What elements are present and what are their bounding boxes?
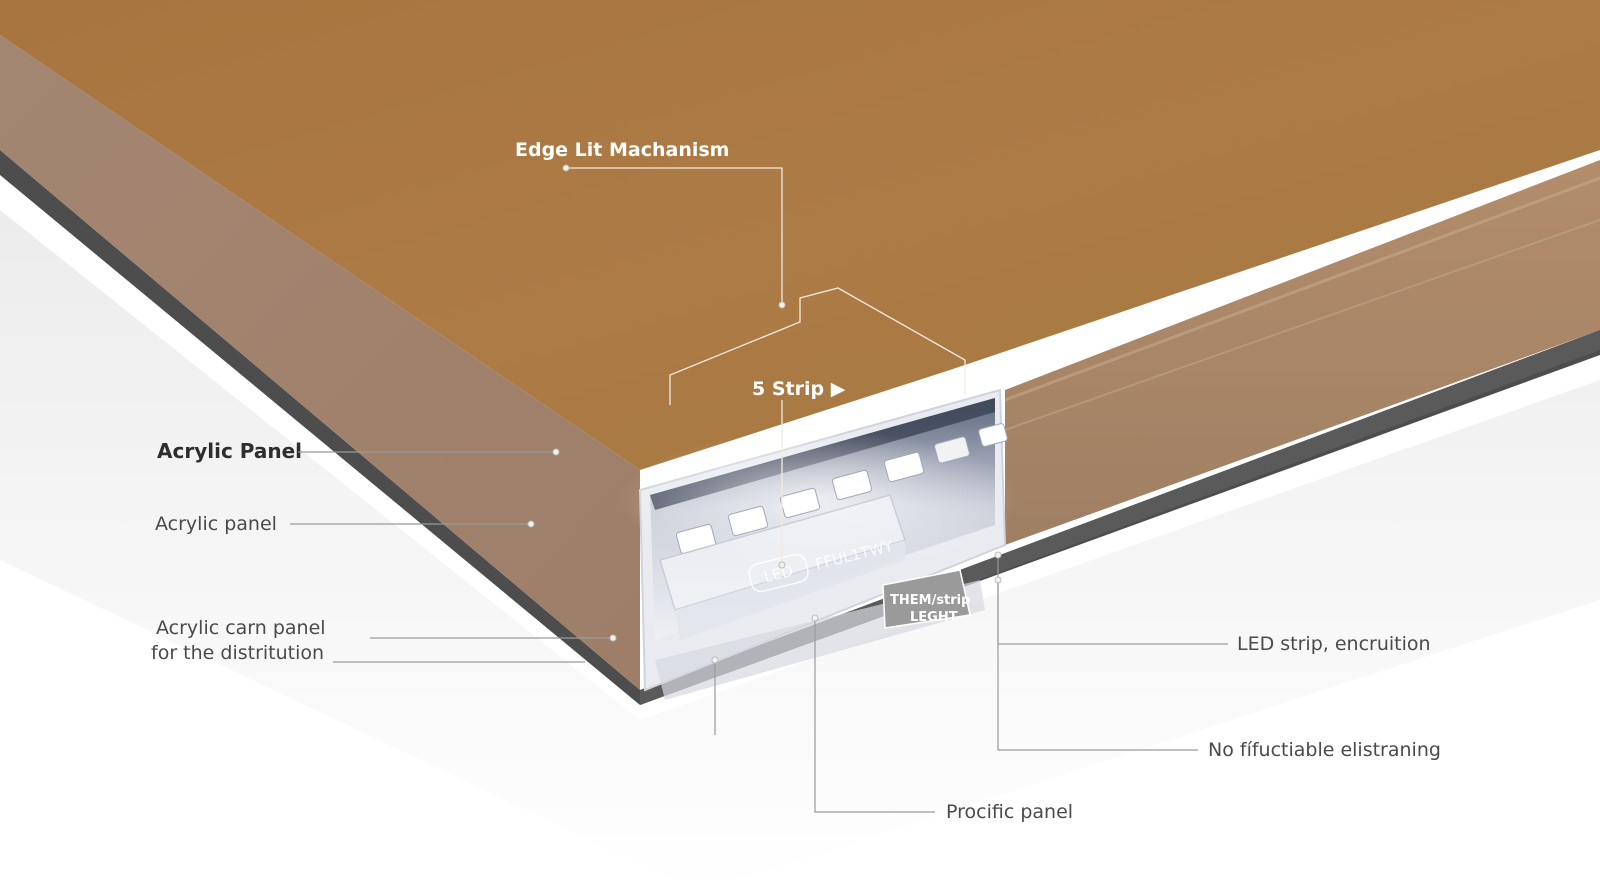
right-edge-face [1005,160,1600,545]
strip-label: 5 Strip ▶ [752,378,846,400]
procific-panel-dot [811,614,819,622]
led-strip-dot [994,551,1002,559]
led-chip-7 [978,423,1008,447]
led-strip-label: LED strip, encruition [1237,633,1431,655]
acrylic-panel-edge [0,35,640,690]
strip-leader-dot [778,561,786,569]
carn-panel-line1: Acrylic carn panel [156,617,326,639]
acrylic-panel-bold-label: Acrylic Panel [157,439,302,463]
panel-top-surface [0,0,1600,470]
led-chip-2 [727,505,769,537]
strip-tag-line1: THEM/strip [890,593,970,608]
mechanism-leader [566,167,783,305]
acrylic-panel-dot [527,520,535,528]
acrylic-panel-label: Acrylic panel [155,513,277,535]
procific-panel-label: Procific panel [946,801,1073,823]
carn-panel-line2: for the distritution [151,642,324,664]
base-layer [0,150,1600,705]
strip-tag: THEM/strip LEGHT [882,569,971,629]
mechanism-label: Edge Lit Machanism [515,139,729,161]
right-edge-highlight-2 [1004,219,1600,431]
no-fifuctiable-leader [997,580,1198,751]
mechanism-leader-dot-end [778,301,786,309]
led-chips [675,423,1008,555]
no-fifuctiable-label: No fífuctiable elistraning [1208,739,1441,761]
floor-shadow [0,210,1600,893]
carn-panel-dot [609,634,617,642]
led-mark-frame [748,553,809,593]
led-chip-4 [831,469,873,501]
procific-panel-leader [814,618,935,813]
bottom-plate-dot [711,656,719,664]
no-fifuctiable-dot [994,576,1002,584]
mechanism-leader-dot-start [562,164,570,172]
led-chip-6 [934,436,970,464]
diffuser-lip [675,540,905,640]
acrylic-panel-bold-dot [552,448,560,456]
strip-tag-body [882,569,971,629]
mechanism-outline [669,287,966,405]
right-edge-highlight [1004,176,1600,402]
strip-tag-line2: LEGHT [910,610,958,625]
led-chip-5 [883,451,925,483]
